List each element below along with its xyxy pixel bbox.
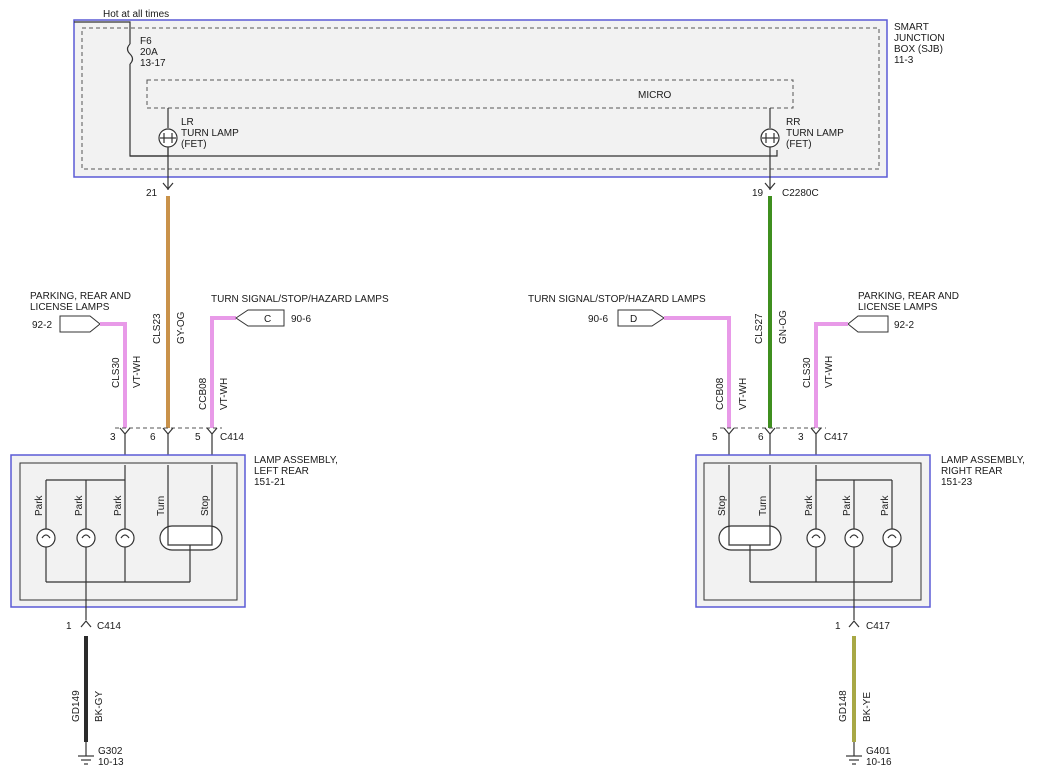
left-parking-connector	[59, 315, 101, 333]
left-ground-symbol	[78, 742, 94, 765]
bk-gy-label: BK-GY	[94, 691, 105, 722]
right-assembly-label: LAMP ASSEMBLY, RIGHT REAR 151-23	[941, 455, 1028, 488]
vt-wh-label-1: VT-WH	[132, 356, 143, 388]
battery-feed-wire	[74, 21, 131, 44]
micro-label: MICRO	[638, 90, 672, 101]
cls30-right-label: CLS30	[802, 357, 813, 388]
cls27-label: CLS27	[754, 313, 765, 344]
right-connector-label: C417	[824, 432, 848, 443]
wire-ccb08-right	[664, 316, 731, 428]
left-connector-label: C414	[220, 432, 244, 443]
left-ground-ref: 10-13	[98, 757, 124, 768]
right-pin-3: 3	[798, 432, 804, 443]
right-ground-connector: C417	[866, 621, 890, 632]
right-ground-pin: 1	[835, 621, 841, 632]
left-lamp-label-2: Park	[74, 494, 85, 516]
left-park-bulb-1	[36, 528, 56, 548]
vt-wh-label-4: VT-WH	[824, 356, 835, 388]
left-ground-id: G302	[98, 746, 123, 757]
right-lamp-label-2: Turn	[758, 496, 769, 516]
left-parking-ref: 92-2	[32, 320, 52, 331]
smart-junction-box: MICRO SMART JUNCTION BOX (SJB) 11-3	[73, 19, 947, 178]
sjb-pin-19-chevron	[764, 182, 776, 190]
right-park-bulb-1	[806, 528, 826, 548]
left-turn-connector	[235, 309, 285, 327]
bk-ye-label: BK-YE	[862, 692, 873, 722]
right-lamp-label-1: Stop	[717, 495, 728, 516]
left-pin-3: 3	[110, 432, 116, 443]
gn-og-label: GN-OG	[778, 310, 789, 344]
cls23-label: CLS23	[152, 313, 163, 344]
vt-wh-label-3: VT-WH	[738, 378, 749, 410]
vt-wh-label-2: VT-WH	[219, 378, 230, 410]
right-turn-connector	[617, 309, 665, 327]
lr-fet-label: LR TURN LAMP (FET)	[181, 117, 241, 150]
wire-cls30-right	[814, 322, 848, 428]
gd148-label: GD148	[838, 690, 849, 722]
left-lamp-label-5: Stop	[200, 495, 211, 516]
right-turn-title: TURN SIGNAL/STOP/HAZARD LAMPS	[528, 294, 706, 305]
sjb-outer-border	[73, 19, 888, 178]
left-turn-connector-letter: C	[264, 314, 271, 325]
wire-gd149-bk-gy	[84, 636, 88, 742]
right-lamp-label-5: Park	[880, 494, 891, 516]
right-ground-ref: 10-16	[866, 757, 892, 768]
hot-at-all-times-label: Hot at all times	[103, 9, 169, 20]
left-turn-title: TURN SIGNAL/STOP/HAZARD LAMPS	[211, 294, 389, 305]
right-parking-title: PARKING, REAR AND LICENSE LAMPS	[858, 291, 962, 313]
left-assembly-label: LAMP ASSEMBLY, LEFT REAR 151-21	[254, 455, 341, 488]
left-rear-lamp-assembly: Park Park Park Turn Stop	[10, 454, 246, 620]
cls30-left-label: CLS30	[111, 357, 122, 388]
left-pin-5: 5	[195, 432, 201, 443]
left-park-bulb-2	[76, 528, 96, 548]
sjb-connector-c2280c: C2280C	[782, 188, 819, 199]
wire-ccb08-left	[210, 316, 236, 428]
left-turn-stop-bulb	[159, 525, 223, 551]
left-turn-ref: 90-6	[291, 314, 311, 325]
right-lamp-label-4: Park	[842, 494, 853, 516]
fuse-symbol	[126, 43, 134, 65]
left-lamp-label-3: Park	[113, 494, 124, 516]
left-lamp-label-1: Park	[34, 494, 45, 516]
right-pin-5: 5	[712, 432, 718, 443]
right-park-bulb-2	[844, 528, 864, 548]
left-pin-6: 6	[150, 432, 156, 443]
wire-gd148-bk-ye	[852, 636, 856, 742]
sjb-title: SMART JUNCTION BOX (SJB) 11-3	[894, 22, 947, 66]
fused-power-bus	[129, 64, 778, 157]
ccb08-right-label: CCB08	[715, 377, 726, 410]
right-lamp-label-3: Park	[804, 494, 815, 516]
right-pin-6: 6	[758, 432, 764, 443]
gy-og-label: GY-OG	[176, 311, 187, 344]
left-park-bulb-3	[115, 528, 135, 548]
right-ground-symbol	[846, 742, 862, 765]
wire-cls30-left	[100, 322, 127, 428]
sjb-pin-21: 21	[146, 188, 158, 199]
gd149-label: GD149	[71, 690, 82, 722]
wire-cls23-gy-og	[166, 196, 170, 428]
right-ground-id: G401	[866, 746, 891, 757]
fuse-label: F6 20A 13-17	[140, 36, 166, 69]
left-ground-connector: C414	[97, 621, 121, 632]
right-rear-lamp-assembly: Stop Turn Park Park Park	[695, 454, 931, 620]
ccb08-left-label: CCB08	[198, 377, 209, 410]
wire-cls27-gn-og	[768, 196, 772, 428]
left-ground-pin: 1	[66, 621, 72, 632]
right-parking-ref: 92-2	[894, 320, 914, 331]
right-parking-connector	[847, 315, 889, 333]
left-lamp-label-4: Turn	[156, 496, 167, 516]
rr-fet-label: RR TURN LAMP (FET)	[786, 117, 846, 150]
right-turn-ref: 90-6	[588, 314, 608, 325]
left-parking-title: PARKING, REAR AND LICENSE LAMPS	[30, 291, 134, 313]
right-turn-connector-letter: D	[630, 314, 637, 325]
sjb-pin-21-chevron	[162, 182, 174, 190]
right-park-bulb-3	[882, 528, 902, 548]
sjb-pin-19: 19	[752, 188, 764, 199]
micro-block	[146, 79, 794, 109]
